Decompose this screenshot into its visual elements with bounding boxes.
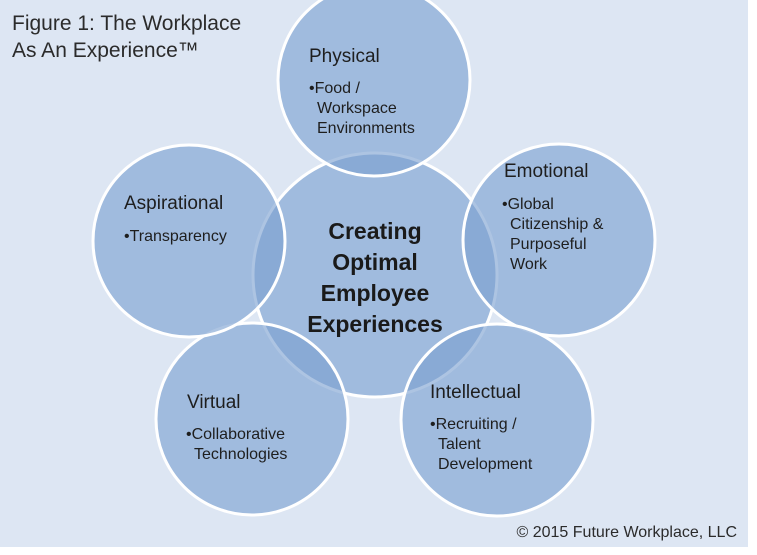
center-title-line-1: Creating (328, 218, 422, 244)
emotional-label: Emotional (504, 161, 589, 182)
physical-label: Physical (309, 46, 380, 67)
emotional-bullet-line-2: Citizenship & (510, 216, 604, 233)
circle-intellectual (399, 322, 595, 518)
virtual-bullet-line-2: Technologies (194, 446, 288, 463)
figure-title: Figure 1: The Workplace As An Experience… (12, 10, 241, 64)
center-title-line-4: Experiences (307, 311, 443, 337)
figure-title-line-1: Figure 1: The Workplace (12, 12, 242, 35)
emotional-bullet-line-3: Purposeful (510, 236, 587, 253)
center-title-line-3: Employee (320, 280, 430, 306)
physical-bullet-line-2: Workspace (317, 100, 397, 117)
intellectual-bullet-line-1: •Recruiting / (430, 416, 517, 433)
aspirational-bullet-line-1: •Transparency (124, 228, 227, 245)
center-title: Creating Optimal Employee Experiences (286, 216, 464, 340)
physical-bullet: •Food / Workspace Environments (309, 79, 415, 139)
aspirational-label: Aspirational (124, 193, 224, 214)
physical-bullet-line-3: Environments (317, 120, 415, 137)
emotional-bullet: •Global Citizenship & Purposeful Work (502, 195, 603, 275)
copyright-notice: © 2015 Future Workplace, LLC (516, 524, 738, 541)
circle-emotional (461, 142, 657, 338)
intellectual-bullet-line-2: Talent (438, 436, 481, 453)
circle-virtual (154, 321, 350, 517)
physical-bullet-line-1: •Food / (309, 80, 360, 97)
emotional-bullet-line-4: Work (510, 256, 548, 273)
circle-physical (276, 0, 472, 178)
figure-title-line-2: As An Experience™ (12, 39, 199, 62)
virtual-bullet: •Collaborative Technologies (186, 425, 287, 465)
aspirational-bullet: •Transparency (124, 227, 227, 247)
virtual-label: Virtual (187, 392, 241, 413)
intellectual-label: Intellectual (430, 382, 521, 403)
circle-aspirational (91, 143, 287, 339)
intellectual-bullet: •Recruiting / Talent Development (430, 415, 532, 475)
virtual-bullet-line-1: •Collaborative (186, 426, 285, 443)
center-title-line-2: Optimal (332, 249, 418, 275)
intellectual-bullet-line-3: Development (438, 456, 533, 473)
emotional-bullet-line-1: •Global (502, 196, 554, 213)
